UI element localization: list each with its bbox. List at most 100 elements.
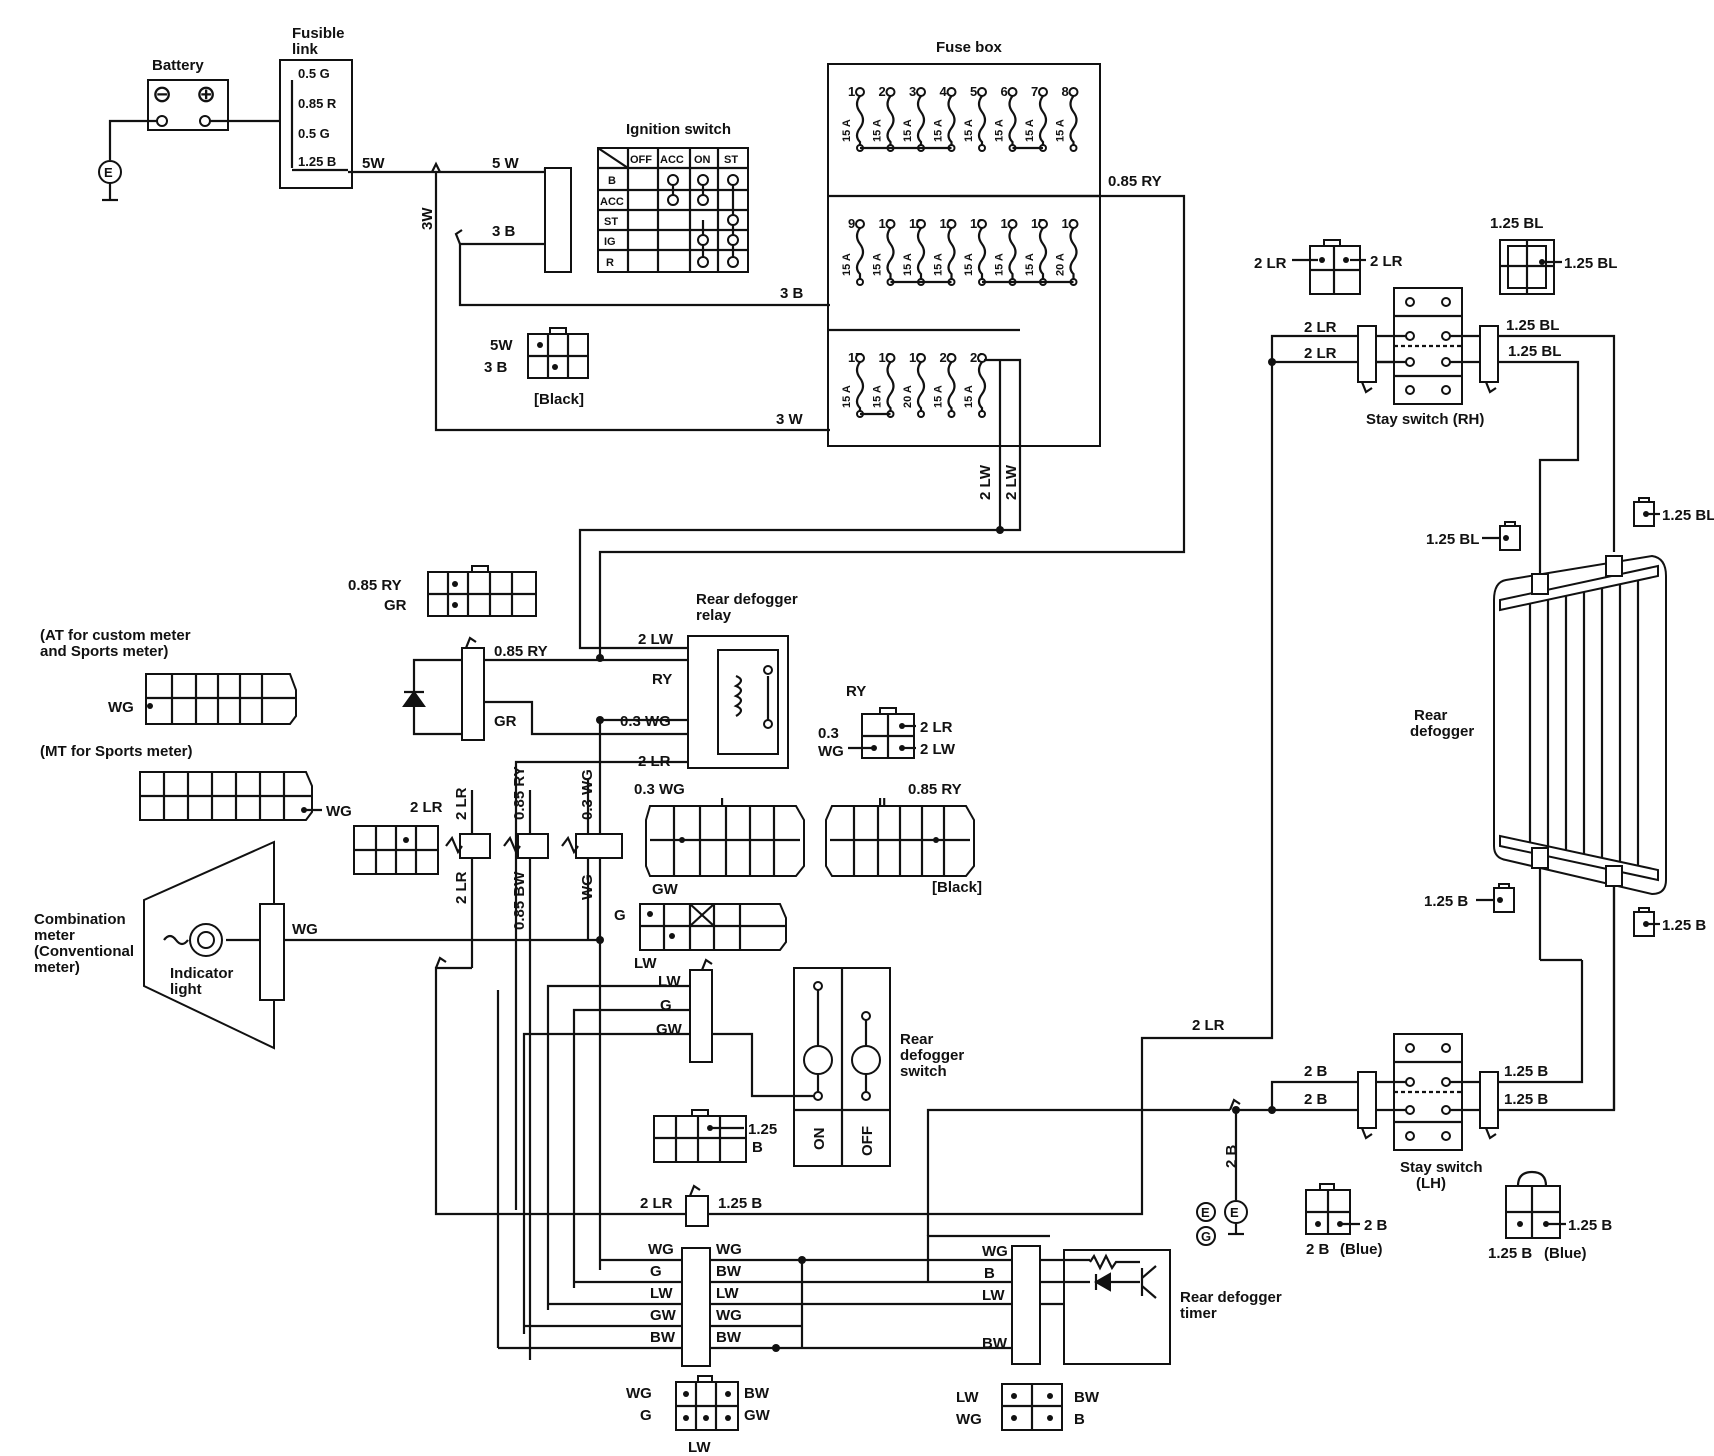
ignition-row-r: R — [606, 257, 614, 269]
jc-right-2: BW — [716, 1263, 742, 1280]
switch-on-label: ON — [811, 1128, 828, 1151]
fuse-element — [1008, 95, 1017, 148]
rear-defogger-relay: Rear defogger relay 2 LW RY 0.3 WG 2 LR — [514, 591, 798, 1210]
rh-125bl-a: 1.25 BL — [1506, 317, 1559, 334]
relay-conn-ry: RY — [846, 683, 866, 700]
connector-i: 0.3 WG I — [634, 781, 805, 877]
bot-l-bw: BW — [744, 1385, 770, 1402]
fuse-amp-label: 15 A — [963, 385, 975, 408]
fuse-terminal — [855, 219, 865, 229]
lh-conn-2b: 2 B — [1364, 1217, 1388, 1234]
fuse-element — [855, 361, 865, 414]
fuse-number: 9 — [848, 216, 855, 231]
sw-conn-125: 1.25 — [748, 1121, 777, 1138]
timer-in-4: BW — [982, 1335, 1008, 1352]
fuse-terminal — [885, 353, 896, 363]
fuse-amp-label: 15 A — [841, 119, 853, 142]
lh-125b-b: 1.25 B — [1504, 1091, 1548, 1108]
ignition-switch: Ignition switch OFF ACC ON ST B ACC ST I… — [544, 121, 749, 273]
fusible-link-title-1: Fusible — [292, 25, 345, 42]
fuse-element — [855, 95, 865, 148]
jc-right-1: WG — [716, 1241, 742, 1258]
top-r-2lr-b: 2 LR — [1370, 253, 1403, 270]
rh-2lr-b: 2 LR — [1304, 345, 1337, 362]
bot-l-g: G — [640, 1407, 652, 1424]
wire-2lw-a: 2 LW — [977, 464, 994, 500]
fuse-terminal — [917, 410, 925, 418]
fuse-amp-label: 15 A — [872, 385, 884, 408]
lh-125b-a: 1.25 B — [1504, 1063, 1548, 1080]
ignition-row-ig: IG — [604, 236, 616, 248]
relay-title-1: Rear defogger — [696, 591, 798, 608]
fuse-terminal — [978, 410, 986, 418]
relay-conn-2lr: 2 LR — [920, 719, 953, 736]
jc-right-5: BW — [716, 1329, 742, 1346]
diode-085ry: 0.85 RY — [494, 643, 548, 660]
jc-left-1: WG — [648, 1241, 674, 1258]
relay-connector: RY 2 LR 2 LW 0.3 WG — [818, 683, 956, 760]
ignition-row-st: ST — [604, 216, 618, 228]
fuse-terminal — [1068, 219, 1079, 229]
relay-title-2: relay — [696, 607, 732, 624]
bot-r-wg: WG — [956, 1411, 982, 1428]
fuse-element — [977, 361, 987, 414]
fuse-amp-label: 15 A — [902, 253, 914, 276]
jc-left-4: GW — [650, 1307, 677, 1324]
fuse-element — [1069, 227, 1078, 282]
battery-negative-icon: ⊖ — [152, 81, 172, 108]
fuse-terminal — [946, 219, 957, 229]
gnd-e2: E — [1201, 1205, 1210, 1220]
fuse-element — [977, 227, 987, 282]
relay-conn-03: 0.3 — [818, 725, 839, 742]
top-r-125bl-b: 1.25 BL — [1564, 255, 1617, 272]
ground-g-icon — [1196, 1226, 1216, 1246]
fuse-element — [1069, 95, 1078, 148]
c1-085ry: 0.85 RY — [348, 577, 402, 594]
rear-defogger-timer: WG B LW BW Rear defogger timer — [982, 1243, 1282, 1365]
bottom-left-connector: WG G LW BW GW — [626, 1375, 771, 1456]
fuse-amp-label: 15 A — [841, 253, 853, 276]
diode: 0.85 RY GR — [402, 636, 688, 741]
fuse-terminal — [885, 87, 896, 97]
fuse-terminal — [1068, 87, 1079, 97]
top-r-2lr-a: 2 LR — [1254, 255, 1287, 272]
fuse-element — [947, 227, 956, 282]
v-2lr-bot: 2 LR — [453, 871, 470, 904]
c2lr-label: 2 LR — [410, 799, 443, 816]
battery: Battery ⊖ ⊕ E — [98, 57, 282, 202]
timer-title-1: Rear defogger — [1180, 1289, 1282, 1306]
meter-label-4: meter) — [34, 959, 80, 976]
meter-label-2: meter — [34, 927, 75, 944]
wire-2lw-b: 2 LW — [1003, 464, 1020, 500]
fuse-amp-label: 15 A — [1024, 253, 1036, 276]
defogger-connectors: 1.25 BL 1.25 BL 1.25 B 1.25 B — [1424, 497, 1714, 937]
relay-2lw: 2 LW — [638, 631, 674, 648]
battery-title: Battery — [152, 57, 204, 74]
lh-2b-connector: 2 B 2 B (Blue) — [1305, 1183, 1388, 1258]
fusible-link-row-2: 0.85 R — [298, 96, 337, 111]
fuse-number: 6 — [1001, 84, 1008, 99]
gnd-2b-a: 2 B — [1304, 1063, 1328, 1080]
fusible-link-row-1: 0.5 G — [298, 66, 330, 81]
ign-conn-5w: 5W — [490, 337, 513, 354]
connector-085ry-gr: 0.85 RY GR — [348, 565, 537, 617]
timer-title-2: timer — [1180, 1305, 1217, 1322]
ignition-col-on: ON — [694, 154, 711, 166]
wire-085ry: 0.85 RY — [1108, 173, 1162, 190]
fuse-terminal — [1069, 144, 1078, 152]
c1-gr: GR — [384, 597, 407, 614]
meter-label-1: Combination — [34, 911, 126, 928]
fuse-terminal — [946, 87, 957, 97]
def-125b-l: 1.25 B — [1424, 893, 1468, 910]
relay-conn-wg: WG — [818, 743, 844, 760]
ignition-col-off: OFF — [630, 154, 652, 166]
fuse-element — [977, 95, 987, 148]
conn-i-03wg: 0.3 WG — [634, 781, 685, 798]
fuse-amp-label: 20 A — [902, 385, 914, 408]
stay-lh-title-2: (LH) — [1416, 1175, 1446, 1192]
lh-conn-blue: (Blue) — [1340, 1241, 1383, 1258]
at-meter-connector: (AT for custom meter and Sports meter) W… — [40, 627, 297, 725]
switch-off-label: OFF — [859, 1126, 876, 1156]
wire-3w: 3 W — [776, 411, 804, 428]
fuse-terminal — [947, 410, 956, 418]
